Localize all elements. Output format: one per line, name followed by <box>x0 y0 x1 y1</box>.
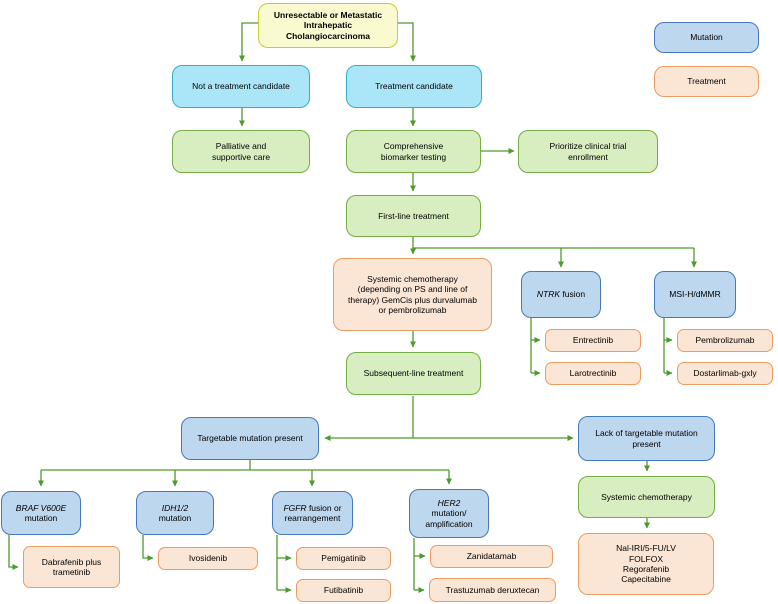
node-label: Capecitabine <box>621 574 671 585</box>
connector-group <box>8 22 697 593</box>
node-her2-mutation-amplification: HER2 mutation/ amplification <box>409 489 489 538</box>
node-systemic-chemotherapy-subsequent: Systemic chemotherapy <box>578 476 715 518</box>
node-label: Not a treatment candidate <box>192 81 290 92</box>
node-pembrolizumab: Pembrolizumab <box>677 329 773 352</box>
node-label: FOLFOX <box>628 553 663 564</box>
node-label: Targetable mutation present <box>197 433 303 444</box>
node-dostarlimab-gxly: Dostarlimab-gxly <box>677 362 773 385</box>
node-lack-of-targetable-mutation: Lack of targetable mutation present <box>578 416 715 461</box>
node-ivosidenib: Ivosidenib <box>158 547 258 570</box>
node-ntrk-fusion: NTRK fusion <box>521 271 601 318</box>
node-label: supportive care <box>211 151 271 162</box>
node-not-treatment-candidate: Not a treatment candidate <box>172 65 310 108</box>
node-chemo-options: Nal-IRI/5-FU/LV FOLFOX Regorafenib Capec… <box>578 533 714 595</box>
node-label: Lack of targetable mutation <box>595 428 698 439</box>
node-trastuzumab-deruxtecan: Trastuzumab deruxtecan <box>429 578 556 602</box>
node-label: Entrectinib <box>572 335 614 346</box>
node-label: NTRK <box>536 289 561 300</box>
node-label: Intrahepatic <box>303 20 353 31</box>
node-label: mutation/ <box>431 508 467 519</box>
legend-mutation-label: Mutation <box>690 32 723 43</box>
node-label: Futibatinib <box>323 585 364 596</box>
node-label: or pembrolizumab <box>378 304 447 315</box>
node-label: FGFR <box>283 502 307 513</box>
node-entrectinib: Entrectinib <box>545 329 641 352</box>
node-label: mutation <box>24 513 58 523</box>
node-label: (depending on PS and line of <box>357 284 468 295</box>
node-label: HER2 <box>437 497 461 508</box>
node-label: amplification <box>425 518 473 529</box>
node-label: fusion <box>560 289 586 300</box>
node-label: Cholangiocarcinoma <box>285 30 371 41</box>
node-label: Subsequent-line treatment <box>363 368 464 379</box>
node-label: Ivosidenib <box>188 553 228 564</box>
node-label: Prioritize clinical trial <box>549 141 627 152</box>
node-label: Systemic chemotherapy <box>367 273 458 284</box>
node-label: fusion or <box>306 502 342 513</box>
node-targetable-mutation-present: Targetable mutation present <box>181 417 319 460</box>
node-label: Dostarlimab-gxly <box>693 368 757 379</box>
node-label: therapy) GemCis plus durvalumab <box>348 294 477 305</box>
node-label: Systemic chemotherapy <box>601 491 692 502</box>
node-label: Trastuzumab deruxtecan <box>445 584 540 595</box>
node-label: Larotrectinib <box>569 368 617 379</box>
node-label: Comprehensive <box>383 141 444 152</box>
node-systemic-chemotherapy-first-line: Systemic chemotherapy (depending on PS a… <box>333 258 492 331</box>
node-biomarker-testing: Comprehensive biomarker testing <box>346 130 481 173</box>
node-fgfr-fusion-rearrangement: FGFR fusion or rearrangement <box>272 491 353 535</box>
node-msi-h-dmmr: MSI-H/dMMR <box>654 271 736 318</box>
node-treatment-candidate: Treatment candidate <box>346 65 482 108</box>
node-pemigatinib: Pemigatinib <box>296 547 391 570</box>
node-futibatinib: Futibatinib <box>296 579 391 602</box>
node-label: Pembrolizumab <box>695 335 755 346</box>
legend-mutation: Mutation <box>654 22 759 53</box>
node-label: Pemigatinib <box>321 553 366 564</box>
node-label: Nal-IRI/5-FU/LV <box>616 543 676 554</box>
node-label: BRAF V600E <box>15 502 67 513</box>
node-label: enrollment <box>568 151 608 162</box>
node-label: First-line treatment <box>378 210 449 221</box>
node-subsequent-line-treatment: Subsequent-line treatment <box>346 352 481 395</box>
node-label: rearrangement <box>284 513 341 523</box>
node-clinical-trial-enrollment: Prioritize clinical trial enrollment <box>518 130 658 173</box>
node-label: IDH1/2 <box>161 502 189 513</box>
node-first-line-treatment: First-line treatment <box>346 195 481 237</box>
node-label: Treatment candidate <box>375 81 453 92</box>
node-idh1-2-mutation: IDH1/2 mutation <box>136 491 214 535</box>
node-palliative-care: Palliative and supportive care <box>172 130 310 173</box>
node-label: biomarker testing <box>380 151 447 162</box>
node-label: Palliative and <box>215 141 267 152</box>
node-label: Unresectable or Metastatic <box>273 9 383 20</box>
node-label: Regorafenib <box>622 564 670 574</box>
node-braf-v600e-mutation: BRAF V600E mutation <box>1 491 81 535</box>
node-label: mutation <box>158 513 192 523</box>
legend-treatment-label: Treatment <box>687 76 726 87</box>
node-larotrectinib: Larotrectinib <box>545 362 641 385</box>
node-root-diagnosis: Unresectable or Metastatic Intrahepatic … <box>258 3 398 48</box>
node-label: Zanidatamab <box>466 551 517 562</box>
node-zanidatamab: Zanidatamab <box>430 545 553 568</box>
node-label: trametinib <box>52 567 91 577</box>
node-label: MSI-H/dMMR <box>669 289 721 300</box>
legend-treatment: Treatment <box>654 66 759 97</box>
node-label: present <box>632 438 661 449</box>
node-label: Dabrafenib plus <box>41 556 102 567</box>
node-dabrafenib-trametinib: Dabrafenib plus trametinib <box>23 546 120 588</box>
